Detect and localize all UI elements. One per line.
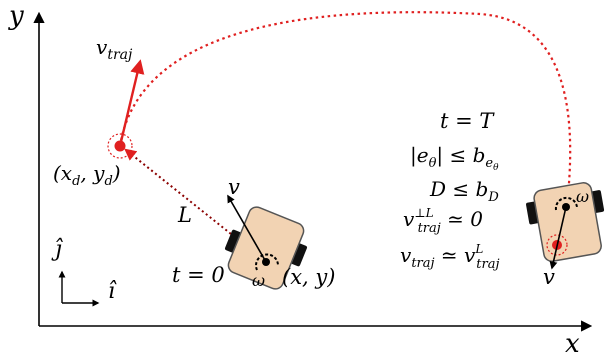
condition-heading-error: |eθ| ≤ beθ	[410, 143, 499, 173]
robot-end-target-ring	[546, 234, 568, 256]
robot-end-annotations: ω v	[543, 187, 589, 289]
y-axis-label: y	[8, 1, 24, 31]
robot-end	[526, 182, 605, 263]
robot-end-omega-label: ω	[576, 187, 589, 206]
robot-start-wheel-right	[290, 243, 307, 267]
robot-start-position-label: (x, y)	[282, 265, 335, 289]
robot-start-wheel-left	[225, 229, 242, 253]
robot-end-omega-arc	[554, 196, 578, 211]
desired-point-label: (xd, yd)	[53, 161, 121, 189]
robot-end-velocity-label: v	[543, 265, 555, 289]
robot-start-center	[262, 258, 270, 266]
desired-point-ring	[107, 133, 133, 159]
v-traj-arrow	[118, 59, 145, 147]
robot-start-annotations: v ω t = 0 (x, y)	[172, 175, 335, 290]
x-axis-label: x	[565, 329, 580, 358]
robot-start-velocity-label: v	[228, 175, 240, 199]
robot-start-omega-label: ω	[252, 271, 265, 290]
unit-vectors: ĵ î	[51, 237, 117, 307]
robot-end-body	[533, 182, 602, 263]
robot-end-center	[562, 203, 570, 211]
condition-distance: D ≤ bD	[429, 177, 499, 205]
robot-start-body	[227, 206, 305, 290]
j-hat-label: ĵ	[51, 237, 63, 262]
condition-time: t = T	[440, 109, 495, 133]
axes: y x	[8, 1, 593, 358]
desired-point: vtraj (xd, yd)	[53, 35, 145, 189]
i-hat-label: î	[108, 279, 117, 304]
trajectory-curve	[118, 11, 572, 196]
robot-start	[225, 206, 307, 290]
robot-start-time-label: t = 0	[172, 263, 225, 287]
v-traj-label: vtraj	[96, 35, 133, 63]
distance-label: L	[177, 203, 192, 227]
robot-end-velocity-arrow	[549, 206, 567, 270]
robot-start-velocity-arrow	[227, 194, 267, 263]
